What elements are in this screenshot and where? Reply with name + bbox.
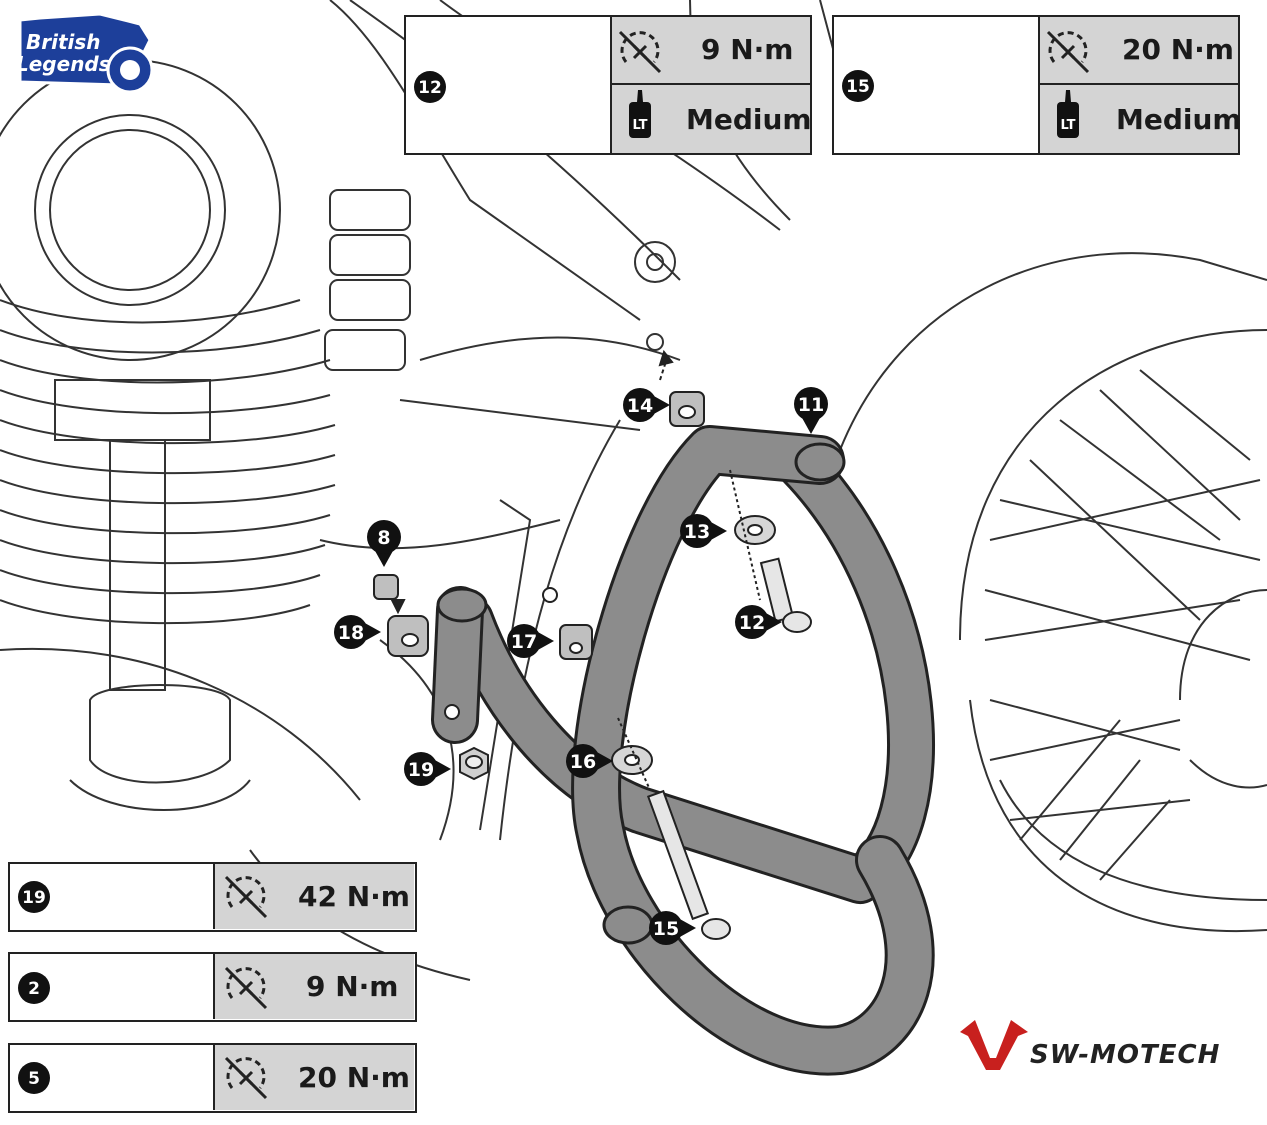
svg-text:15: 15 <box>653 918 679 940</box>
wheel-spokes <box>984 369 1261 881</box>
logo-text-british: British <box>26 30 101 54</box>
callout-18: 18 <box>334 615 381 649</box>
logo-text-legends: Legends <box>16 52 111 76</box>
callout-15: 15 <box>649 911 696 945</box>
torque-value: 9 N·m <box>701 33 794 66</box>
torque-value: 20 N·m <box>298 1061 410 1094</box>
svg-text:11: 11 <box>798 394 824 416</box>
threadlock-strength: Medium <box>686 103 812 136</box>
callout-11: 11 <box>794 387 828 434</box>
callout-13: 13 <box>680 514 727 548</box>
callout-12: 12 <box>735 605 782 639</box>
torque-panel-2: 9 N·m <box>8 952 417 1022</box>
svg-text:13: 13 <box>684 521 710 543</box>
callout-19: 19 <box>404 752 451 786</box>
british-legends-logo <box>18 12 154 94</box>
callout-17: 17 <box>507 624 554 658</box>
torque-cell <box>610 17 810 85</box>
torque-panel-12: 9 N·m Medium <box>404 15 812 155</box>
svg-text:8: 8 <box>377 527 390 549</box>
torque-panel-15: 20 N·m Medium <box>832 15 1242 155</box>
svg-text:17: 17 <box>511 631 537 653</box>
motorcycle-linework <box>0 0 1267 981</box>
crash-bar-11 <box>431 425 935 1076</box>
torque-value: 20 N·m <box>1122 33 1234 66</box>
svg-text:16: 16 <box>570 751 596 773</box>
callout-16: 16 <box>566 744 613 778</box>
threadlock-strength: Medium <box>1116 103 1242 136</box>
svg-text:19: 19 <box>408 759 434 781</box>
sw-motech-emblem <box>960 1020 1028 1070</box>
callout-14: 14 <box>623 388 670 422</box>
svg-text:14: 14 <box>627 395 653 417</box>
svg-text:18: 18 <box>338 622 364 644</box>
callout-markers: 14 11 13 12 8 18 17 16 19 15 <box>334 387 828 945</box>
torque-value: 42 N·m <box>298 880 410 913</box>
torque-value: 9 N·m <box>306 970 399 1003</box>
torque-panel-5: 20 N·m <box>8 1043 417 1113</box>
hardware-parts <box>373 349 812 940</box>
sw-motech-wordmark: SW-MOTECH <box>1030 1040 1221 1070</box>
svg-text:12: 12 <box>739 612 765 634</box>
callout-8: 8 <box>367 520 401 567</box>
torque-panel-19: 42 N·m <box>8 862 417 932</box>
